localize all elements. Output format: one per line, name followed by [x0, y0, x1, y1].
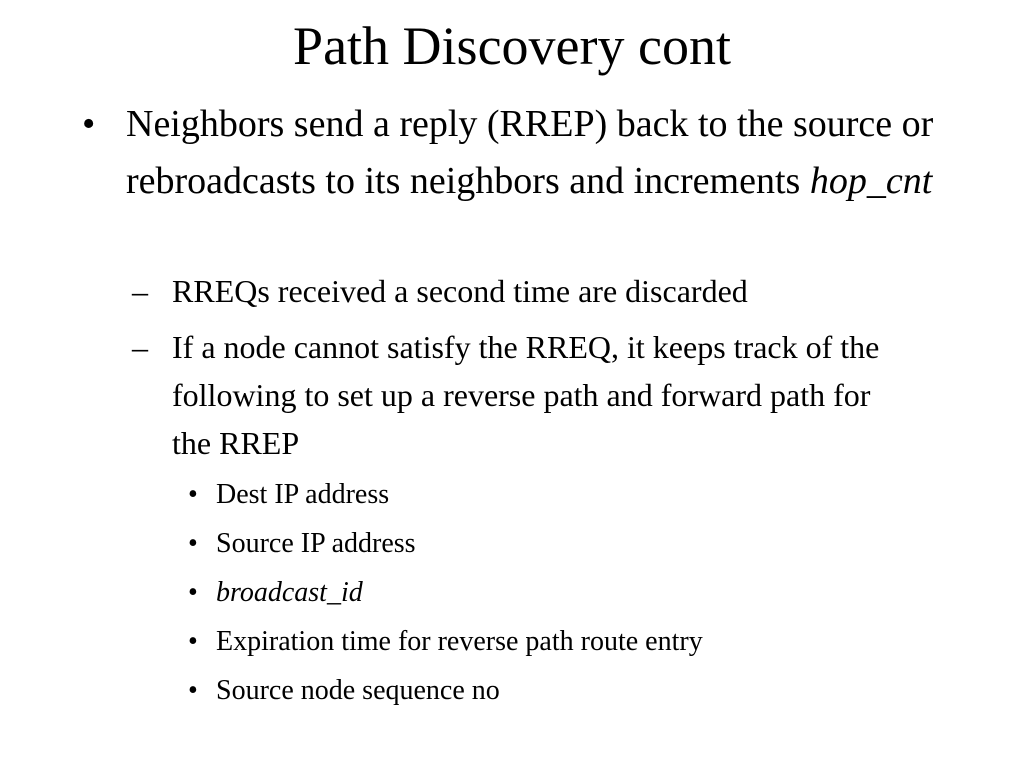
main-bullet-text: Neighbors send a reply (RREP) back to th… [126, 96, 942, 210]
sub-bullet-text: RREQs received a second time are discard… [172, 273, 748, 309]
tracked-item-2: • Source IP address [188, 524, 888, 564]
tracked-item-3: • broadcast_id [188, 573, 888, 613]
dash-marker: – [132, 273, 148, 309]
bullet-marker: • [188, 675, 198, 706]
dash-marker: – [132, 329, 148, 365]
main-bullet-italic: hop_cnt [809, 160, 933, 202]
tracked-item-4: • Expiration time for reverse path route… [188, 622, 888, 662]
bullet-marker: • [82, 103, 96, 145]
main-bullet-plain: Neighbors send a reply (RREP) back to th… [126, 103, 934, 202]
main-bullet: • Neighbors send a reply (RREP) back to … [82, 96, 942, 210]
sub-bullet-1: – RREQs received a second time are disca… [132, 267, 912, 315]
bullet-marker: • [188, 626, 198, 657]
sub-bullet-text: If a node cannot satisfy the RREQ, it ke… [172, 329, 880, 461]
sub-bullet-2: – If a node cannot satisfy the RREQ, it … [132, 323, 912, 467]
tracked-item-5: • Source node sequence no [188, 671, 888, 711]
tracked-item-text: broadcast_id [216, 577, 363, 608]
slide-title: Path Discovery cont [293, 16, 731, 76]
tracked-item-text: Source node sequence no [216, 675, 500, 706]
tracked-item-1: • Dest IP address [188, 475, 888, 515]
bullet-marker: • [188, 577, 198, 608]
bullet-marker: • [188, 479, 198, 510]
tracked-item-text: Expiration time for reverse path route e… [216, 626, 703, 657]
tracked-item-text: Source IP address [216, 528, 416, 559]
tracked-item-text: Dest IP address [216, 479, 390, 510]
bullet-marker: • [188, 528, 198, 559]
